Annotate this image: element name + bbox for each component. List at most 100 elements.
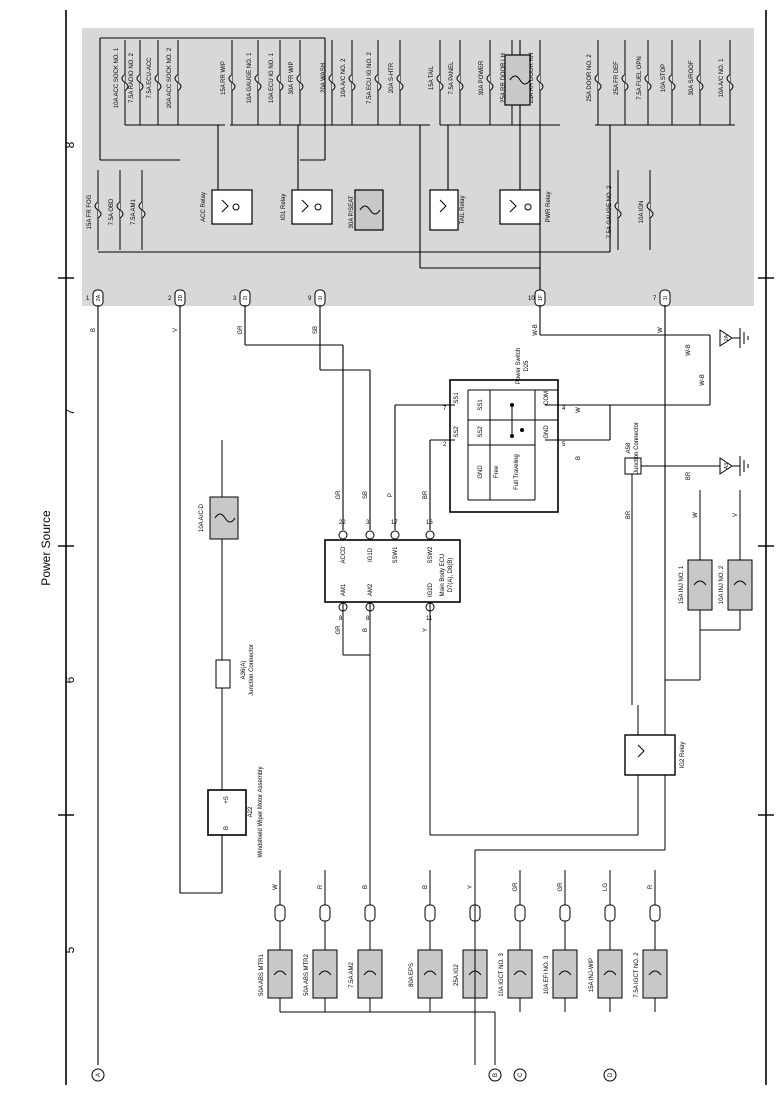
bottom-terminal: C	[513, 1068, 527, 1082]
wire-color-label: B	[363, 885, 369, 889]
wire-color-label: GR	[238, 325, 244, 335]
ecu-pin-row: ACCD22GRIG1D3SBSSW117PSSW216BRAM18GRAM28…	[336, 490, 435, 635]
ecu-pin-label: SSW1	[393, 546, 399, 564]
upper-fuse-label: 7.5A RADIO NO. 2	[129, 52, 135, 103]
middle-fuse: 15A FR FOG	[87, 170, 102, 250]
wire-color-label: GR	[336, 625, 342, 635]
bottom-fuse: 10A IGCT NO. 3GR	[499, 870, 533, 1012]
upper-fuse: 20A S-HTR	[389, 40, 404, 125]
svg-text:A22: A22	[248, 806, 254, 817]
upper-fuse-label: 20A S-HTR	[389, 62, 395, 93]
wire-color-label: B	[363, 628, 369, 632]
junction-a58: A58 Junction Connector BR	[624, 422, 642, 705]
svg-text:B: B	[576, 456, 582, 460]
inj-fuse: 10A INJ NO. 2V	[719, 490, 753, 630]
bottom-fuse-label: 50A ABS MTR2	[304, 953, 310, 995]
upper-fuse: 7.5A ECU IG NO. 2	[367, 40, 382, 125]
upper-fuse-label: 10A STOP	[661, 64, 667, 92]
upper-fuse-label: 10A A/C NO. 1	[719, 58, 725, 98]
upper-fuse: 15A TAIL	[429, 40, 444, 125]
wire-color-label: W	[693, 512, 699, 518]
main-vertical-wires	[97, 305, 711, 1065]
svg-text:+S: +S	[224, 796, 230, 804]
tail-relay: TAIL Relay	[429, 189, 466, 231]
section-label-7: 7	[63, 408, 77, 415]
wire-color-label: LG	[603, 883, 609, 891]
upper-fuse: 15A RR WIP	[221, 40, 236, 125]
bottom-fuse: 10A EFI NO. 3GR	[544, 870, 578, 1012]
wire-color-label: R	[318, 884, 324, 889]
upper-fuse-label: 25A DOOR NO. 2	[587, 54, 593, 102]
inj-wiring	[664, 600, 740, 705]
bottom-terminal: A	[91, 1068, 105, 1082]
upper-fuse-label: 20A ACC SOCK NO. 2	[167, 47, 173, 108]
p-seat-fuse-box	[354, 189, 384, 231]
ecu-pin-num: 8	[339, 616, 343, 622]
svg-text:SS2: SS2	[478, 426, 484, 438]
ecu-pin-label: IG2D	[428, 582, 434, 597]
bottom-fuse: 7.5A IGCT NO. 2R	[634, 870, 668, 1012]
upper-fuse: 10A ECU IG NO. 1	[269, 40, 284, 125]
wire-color-label: W	[658, 327, 664, 333]
upper-fuse: 25A FR DEF	[614, 40, 629, 125]
svg-text:5: 5	[562, 442, 566, 448]
upper-fuse-label: 7.5A ECU-ACC	[147, 57, 153, 99]
bottom-fuse-label: 7.5A AM2	[349, 961, 355, 987]
upper-fuse: 7.5A FUEL OPN	[637, 40, 652, 125]
upper-fuse-label: 10A ECU IG NO. 1	[269, 52, 275, 103]
windshield-wiper-motor: A22 Windshield Wiper Motor Assembly +S B	[207, 766, 264, 858]
ecu-pin-num: 8	[366, 616, 370, 622]
svg-text:SS2: SS2	[454, 426, 460, 438]
svg-text:W-B: W-B	[686, 344, 692, 356]
middle-fuse-label: 7.5A OBD	[109, 198, 115, 225]
ecu-pin-num: 17	[391, 520, 398, 526]
ecu-pin-num: 3	[366, 520, 370, 526]
wire-color-label: Y	[468, 885, 474, 889]
upper-fuse-label: 20A WASH	[321, 63, 327, 93]
wire-color-label: W-B	[533, 324, 539, 336]
svg-text:7: 7	[443, 406, 447, 412]
section-ticks	[58, 277, 774, 816]
power-switch-d25: D25 Power Switch SS1 SS2 GND Free Full T…	[443, 348, 582, 513]
wire-color-label: Y	[423, 628, 429, 632]
svg-text:BR: BR	[626, 510, 632, 519]
middle-fuse: 30A P/SEAT	[349, 195, 355, 228]
inj-fuse-group: 15A INJ NO. 1 W 10A INJ NO. 2V	[679, 490, 753, 630]
svg-text:SS1: SS1	[478, 399, 484, 411]
middle-fuse-label: 15A FR FOG	[87, 194, 93, 229]
svg-text:A36(A): A36(A)	[241, 661, 247, 680]
svg-text:Junction Connector: Junction Connector	[634, 422, 640, 474]
svg-text:GND: GND	[478, 465, 484, 479]
terminal-label: C	[518, 1072, 524, 1077]
ecu-pin-label: ACCD	[341, 546, 347, 564]
junction-a36: A36(A) Junction Connector	[215, 440, 255, 790]
bottom-terminal: D	[603, 1068, 617, 1082]
svg-text:Windshield Wiper Motor Assembl: Windshield Wiper Motor Assembly	[258, 766, 264, 857]
tail-relay-label: TAIL Relay	[460, 195, 466, 224]
bottom-fuse-label: 50A ABS MTR1	[259, 953, 265, 995]
wire-color-label: GR	[513, 882, 519, 892]
connector-label: 1I	[318, 296, 324, 300]
connector-label: 2I	[243, 296, 249, 300]
svg-text:Main Body ECU: Main Body ECU	[440, 554, 446, 597]
bottom-fuse: 7.5A AM2 B	[349, 870, 383, 1012]
upper-fuse-label: 7.5A FUEL OPN	[637, 56, 643, 99]
pwr-relay-label: PWR Relay	[546, 191, 552, 222]
upper-fuse: 30A POWER	[479, 40, 494, 125]
inj-fuse-label: 15A INJ NO. 1	[679, 565, 685, 604]
upper-fuse-label: 25A RR DOOR RH	[529, 53, 535, 104]
svg-text:10A A/C-D: 10A A/C-D	[199, 503, 205, 532]
ig2-relay: IG2 Relay	[430, 705, 686, 851]
power-fuse-box	[504, 54, 531, 106]
terminal-label: A	[96, 1073, 102, 1077]
upper-fuse: 30A FR WIP	[289, 40, 304, 125]
